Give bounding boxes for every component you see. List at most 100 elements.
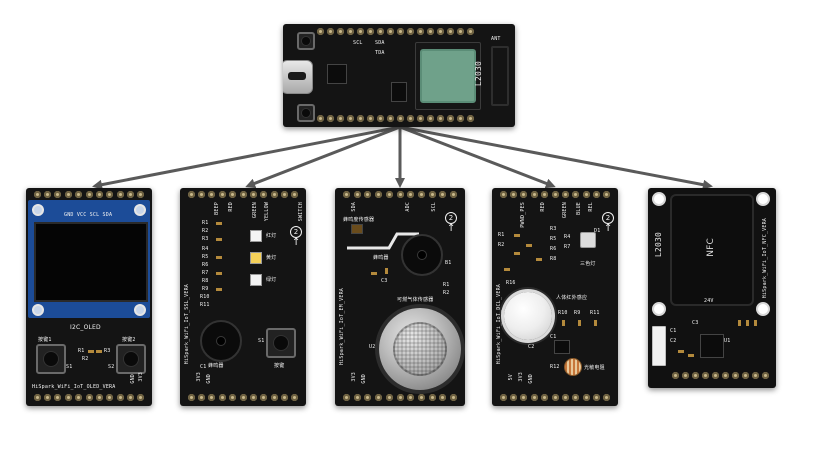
up-arrow-icon: ↑ xyxy=(292,237,301,248)
header-pin xyxy=(116,191,124,198)
dcl-ref-r3: R3 xyxy=(550,226,557,232)
header-pin xyxy=(701,372,709,379)
pir-sensor xyxy=(504,292,552,340)
header-pin xyxy=(116,394,124,401)
header-pin xyxy=(342,191,350,198)
em-silk-line xyxy=(347,232,419,250)
em-top-pins xyxy=(341,191,459,199)
nfc-coil: NFC xyxy=(670,194,754,306)
header-pin xyxy=(426,28,434,35)
dcl-ref-c2: C2 xyxy=(528,344,535,350)
oled-title: I2C_OLED xyxy=(70,324,101,331)
header-pin xyxy=(406,28,414,35)
dcl-cap-b xyxy=(578,320,581,326)
header-pin xyxy=(346,115,354,122)
header-pin xyxy=(249,191,257,198)
dcl-label-pwnd: PWND_PES xyxy=(520,202,526,228)
em-ref-r2: R2 xyxy=(443,290,450,296)
header-pin xyxy=(561,191,569,198)
dcl-ref-r8: R8 xyxy=(550,256,557,262)
header-pin xyxy=(218,191,226,198)
ssl-ref-r4: R4 xyxy=(202,246,209,252)
oled-screen xyxy=(34,222,148,302)
ssl-ref-r1: R1 xyxy=(202,220,209,226)
oled-mount-hole-bl xyxy=(32,304,44,316)
nfc-coil-label: NFC xyxy=(706,238,716,257)
oled-ref-gnd: GND xyxy=(130,374,136,384)
header-pin xyxy=(416,115,424,122)
nfc-bottom-pins xyxy=(670,372,770,380)
main-board-top-pins xyxy=(315,28,475,36)
header-pin xyxy=(499,394,507,401)
dcl-ref-r10: R10 xyxy=(558,310,568,316)
ssl-label-switch: SWITCH xyxy=(298,202,304,222)
ssl-switch-button[interactable] xyxy=(266,328,296,358)
ssl-led-yellow-label: 黄灯 xyxy=(266,255,277,261)
header-pin xyxy=(44,191,52,198)
dcl-ref-r12: R12 xyxy=(550,364,560,370)
dcl-bottom-pins xyxy=(498,394,612,402)
oled-top-pins xyxy=(32,191,146,199)
arrow-to-dcl xyxy=(399,125,556,189)
ssl-button-label: 按键 xyxy=(274,363,285,369)
wifi-module: L2030 xyxy=(415,42,483,110)
header-pin xyxy=(530,191,538,198)
nfc-ref-c3: C3 xyxy=(692,320,699,326)
header-pin xyxy=(466,115,474,122)
dcl-board: PWND_PES RED GREEN BLUE REL 2 ↑ R1 R2 R3… xyxy=(492,188,618,406)
header-pin xyxy=(218,394,226,401)
ssl-resistor-e xyxy=(216,288,222,291)
nfc-board-name: HiSpark_WiFi_IoT_NFC_VERA xyxy=(762,218,768,299)
photoresistor xyxy=(564,358,582,376)
yellow-led xyxy=(250,252,262,264)
oled-button-2[interactable] xyxy=(116,344,146,374)
header-pin xyxy=(375,191,383,198)
header-pin xyxy=(280,191,288,198)
oled-ref-r2: R2 xyxy=(82,356,89,362)
em-cap-a xyxy=(385,268,388,274)
header-pin xyxy=(229,394,237,401)
oled-module: GND VCC SCL SDA xyxy=(28,200,150,318)
ssl-top-pins xyxy=(186,191,300,199)
header-pin xyxy=(499,191,507,198)
header-pin xyxy=(520,191,528,198)
header-pin xyxy=(316,28,324,35)
nfc-board: NFC L2030 HiSpark_WiFi_IoT_NFC_VERA 24V … xyxy=(648,188,776,388)
header-pin xyxy=(681,372,689,379)
header-pin xyxy=(551,394,559,401)
header-pin xyxy=(54,394,62,401)
header-pin xyxy=(439,394,447,401)
oled-button-1[interactable] xyxy=(36,344,66,374)
header-pin xyxy=(280,394,288,401)
dcl-resistor-b xyxy=(526,244,532,247)
nfc-res-a xyxy=(678,350,684,353)
header-pin xyxy=(551,191,559,198)
oled-mount-hole-br xyxy=(134,304,146,316)
header-pin xyxy=(603,191,611,198)
ssl-ref-gnd: GND xyxy=(206,374,212,384)
dcl-resistor-a xyxy=(514,234,520,237)
dcl-ref-r16: R16 xyxy=(506,280,516,286)
header-pin xyxy=(376,28,384,35)
header-pin xyxy=(396,394,404,401)
header-pin xyxy=(582,191,590,198)
header-pin xyxy=(239,394,247,401)
dcl-pir-driver xyxy=(554,340,570,354)
reset-button[interactable] xyxy=(297,32,315,50)
oled-ref-s2: S2 xyxy=(108,364,115,370)
oled-resistor-1 xyxy=(88,350,94,353)
header-pin xyxy=(751,372,759,379)
header-pin xyxy=(456,28,464,35)
header-pin xyxy=(291,191,299,198)
header-pin xyxy=(364,191,372,198)
dcl-orientation-marker: 2 xyxy=(602,212,614,224)
dcl-ref-r2: R2 xyxy=(498,242,505,248)
ssl-ref-r10: R10 xyxy=(200,294,210,300)
ssl-ref-s1: S1 xyxy=(258,338,265,344)
header-pin xyxy=(208,394,216,401)
dcl-cap-c xyxy=(594,320,597,326)
dcl-resistor-d xyxy=(536,258,542,261)
header-pin xyxy=(450,394,458,401)
user-button[interactable] xyxy=(297,104,315,122)
